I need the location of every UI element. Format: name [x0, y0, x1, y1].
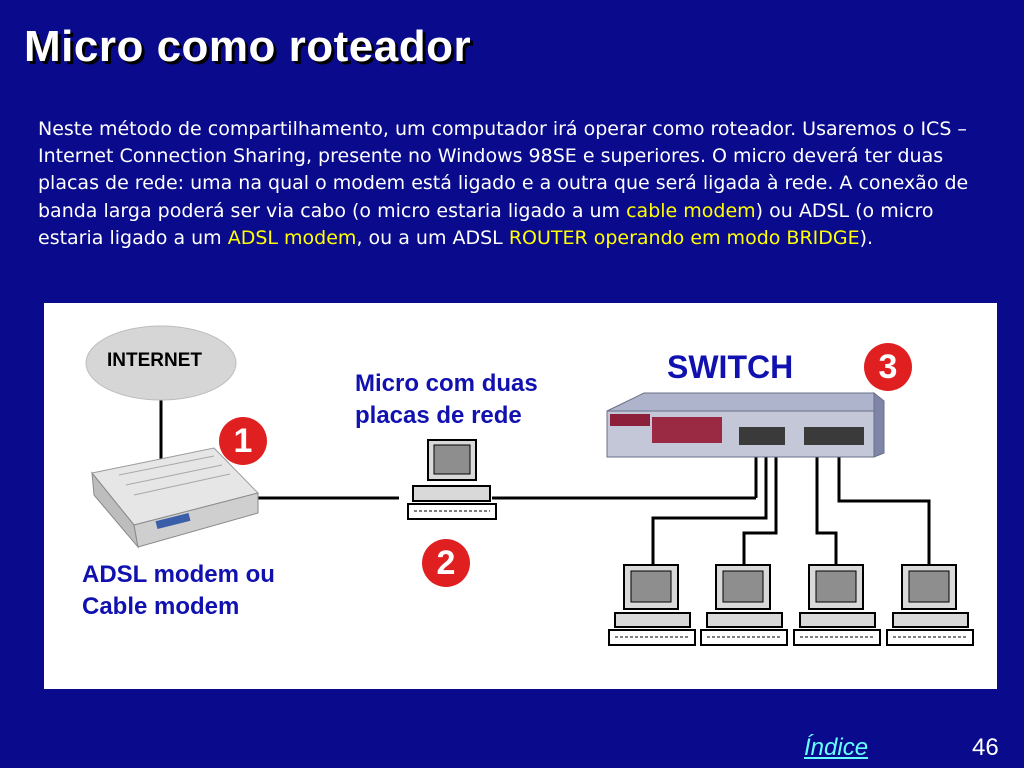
client-pc-1-icon [608, 564, 696, 646]
paragraph-text-4: ). [859, 226, 874, 249]
switch-icon [606, 391, 885, 458]
client-pc-4-icon [886, 564, 974, 646]
intro-paragraph: Neste método de compartilhamento, um com… [38, 116, 988, 252]
paragraph-text-1: Neste método de compartilhamento, um com… [38, 118, 969, 222]
switch-label: SWITCH [667, 349, 794, 385]
modem-label-line2: Cable modem [82, 593, 240, 620]
step-2-badge: 2 [422, 539, 470, 587]
paragraph-text-2: ) ou ADSL (o micro estaria ligado a um [38, 199, 934, 249]
router-pc-label-line2: placas de rede [355, 402, 522, 429]
highlight-adsl-modem: ADSL modem [227, 226, 357, 249]
slide-title: Micro como roteador [24, 22, 472, 71]
switch-to-pc2-line [742, 446, 778, 565]
step-1-badge: 1 [219, 417, 267, 465]
client-pc-3-icon [793, 564, 881, 646]
client-pc-2-icon [700, 564, 788, 646]
modem-label-line1: ADSL modem ou [82, 561, 275, 588]
internet-label: INTERNET [107, 350, 202, 371]
highlight-adsl-router: ROUTER operando em modo BRIDGE [508, 226, 860, 249]
router-pc-label: Micro com duas placas de rede [355, 368, 538, 432]
network-diagram: INTERNET Micro com duas placas de rede S… [44, 303, 997, 689]
router-pc-label-line1: Micro com duas [355, 370, 538, 397]
switch-to-pc4-line [837, 446, 931, 565]
index-link[interactable]: Índice [804, 734, 869, 761]
switch-to-pc3-line [815, 446, 838, 565]
highlight-cable-modem: cable modem [626, 199, 756, 222]
switch-to-pc1-line [651, 446, 768, 565]
modem-icon [91, 447, 259, 549]
paragraph-text-3: , ou a um ADSL [356, 226, 509, 249]
step-3-badge: 3 [864, 343, 912, 391]
modem-label: ADSL modem ou Cable modem [82, 559, 275, 623]
router-pc-icon [407, 439, 497, 520]
internet-cloud-icon [85, 325, 237, 401]
page-number: 46 [972, 734, 999, 761]
diagram-graphics [85, 325, 974, 646]
